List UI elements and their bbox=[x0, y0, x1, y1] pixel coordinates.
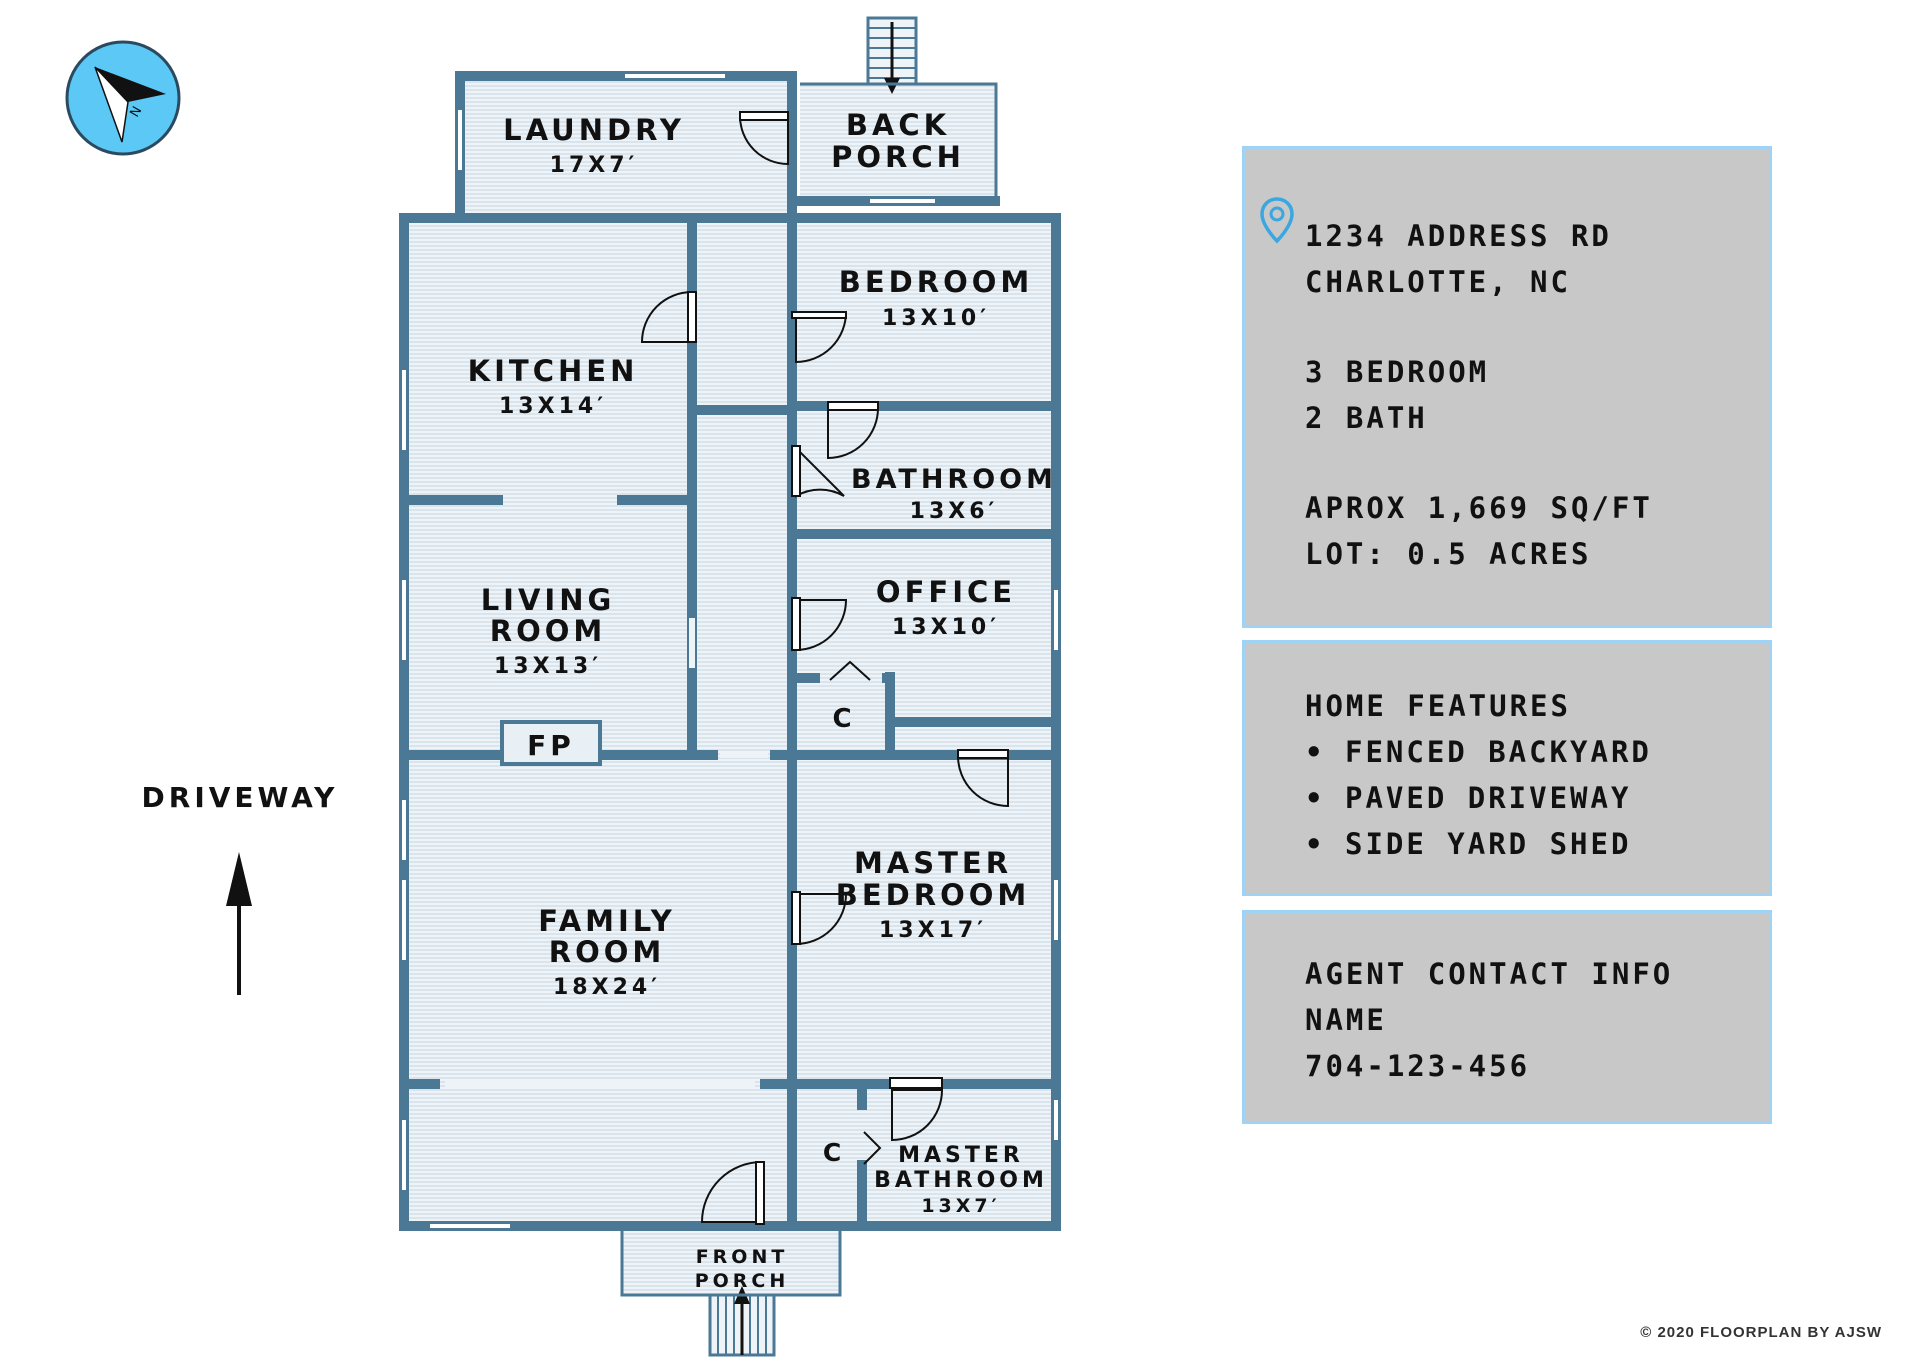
front-porch-label-1: FRONT bbox=[696, 1246, 789, 1268]
kitchen-label: KITCHEN bbox=[468, 354, 639, 388]
agent-name: NAME bbox=[1305, 1003, 1387, 1037]
master-bathroom-dim: 13X7′ bbox=[921, 1195, 1000, 1217]
door-swing-icon bbox=[700, 1160, 765, 1225]
agent-title: AGENT CONTACT INFO bbox=[1305, 957, 1674, 991]
driveway: DRIVEWAY bbox=[142, 781, 339, 995]
porch-outlines bbox=[620, 82, 998, 1297]
door-swing-icon bbox=[956, 749, 1009, 808]
compass-icon: N bbox=[65, 40, 181, 156]
laundry-dim: 17X7′ bbox=[550, 153, 639, 178]
back-porch-label-2: PORCH bbox=[831, 140, 965, 174]
feature-item: •FENCED BACKYARD bbox=[1305, 735, 1652, 769]
address-city: CHARLOTTE, NC bbox=[1305, 265, 1571, 299]
bedroom-dim: 13X10′ bbox=[882, 306, 990, 331]
bullet-icon: • bbox=[1305, 735, 1326, 769]
lot-size: LOT: 0.5 ACRES bbox=[1305, 537, 1592, 571]
door-swing-icon bbox=[791, 891, 848, 946]
bullet-icon: • bbox=[1305, 827, 1326, 861]
bathroom-label: BATHROOM bbox=[851, 464, 1057, 495]
driveway-arrow-icon bbox=[226, 852, 252, 995]
door-swing-icon bbox=[889, 1077, 944, 1142]
driveway-label: DRIVEWAY bbox=[142, 781, 339, 814]
fireplace-label: FP bbox=[527, 729, 575, 762]
feature-item: •SIDE YARD SHED bbox=[1305, 827, 1632, 861]
agent-phone: 704-123-456 bbox=[1305, 1049, 1531, 1083]
family-room-label-1: FAMILY bbox=[538, 904, 676, 938]
door-swing-icon bbox=[827, 401, 880, 460]
family-room-label-2: ROOM bbox=[549, 935, 666, 969]
bath-count: 2 BATH bbox=[1305, 401, 1428, 435]
master-closet-label: C bbox=[823, 1138, 845, 1167]
living-room-dim: 13X13′ bbox=[494, 654, 602, 679]
door-swing-icon bbox=[791, 445, 845, 498]
features-title: HOME FEATURES bbox=[1305, 689, 1571, 723]
openings bbox=[445, 618, 768, 1087]
bedroom-count: 3 BEDROOM bbox=[1305, 355, 1490, 389]
door-swing-icon bbox=[791, 597, 848, 652]
fireplace-icon: FP bbox=[500, 720, 602, 766]
windows bbox=[402, 74, 1058, 1228]
bedroom-label: BEDROOM bbox=[839, 265, 1033, 299]
back-porch-stair-icon bbox=[866, 16, 918, 94]
office-dim: 13X10′ bbox=[892, 615, 1000, 640]
master-bedroom-dim: 13X17′ bbox=[879, 918, 987, 943]
door-swing-icon bbox=[791, 311, 848, 364]
floor-areas bbox=[408, 76, 1052, 1294]
agent-contact-box: AGENT CONTACT INFO NAME 704-123-456 bbox=[1242, 910, 1772, 1124]
bathroom-dim: 13X6′ bbox=[910, 499, 999, 524]
family-room-dim: 18X24′ bbox=[553, 975, 661, 1000]
kitchen-dim: 13X14′ bbox=[499, 394, 607, 419]
door-swing-icon bbox=[738, 111, 789, 166]
square-footage: APROX 1,669 SQ/FT bbox=[1305, 491, 1653, 525]
front-porch-label-2: PORCH bbox=[695, 1270, 790, 1292]
copyright-text: © 2020 FLOORPLAN BY AJSW bbox=[1640, 1324, 1882, 1341]
living-room-label-1: LIVING bbox=[481, 583, 616, 617]
master-bathroom-label-1: MASTER bbox=[898, 1143, 1024, 1168]
master-bedroom-label-2: BEDROOM bbox=[836, 878, 1030, 912]
front-porch-stair-icon bbox=[708, 1286, 776, 1357]
door-swing-icon bbox=[640, 290, 697, 343]
office-closet-label: C bbox=[832, 704, 855, 734]
home-features-box: HOME FEATURES •FENCED BACKYARD •PAVED DR… bbox=[1242, 640, 1772, 896]
address-street: 1234 ADDRESS RD bbox=[1305, 219, 1612, 253]
laundry-label: LAUNDRY bbox=[503, 113, 685, 147]
living-room-label-2: ROOM bbox=[490, 614, 607, 648]
door-swing-icons bbox=[640, 111, 1009, 1225]
room-labels: LAUNDRY 17X7′ BACK PORCH BEDROOM 13X10′ … bbox=[468, 108, 1057, 1292]
location-pin-icon bbox=[1260, 197, 1294, 244]
back-porch-label-1: BACK bbox=[846, 108, 950, 142]
address-info-box: 1234 ADDRESS RD CHARLOTTE, NC 3 BEDROOM … bbox=[1242, 146, 1772, 628]
master-bathroom-label-2: BATHROOM bbox=[874, 1168, 1048, 1193]
master-bedroom-label-1: MASTER bbox=[854, 846, 1012, 880]
office-label: OFFICE bbox=[876, 575, 1016, 609]
bullet-icon: • bbox=[1305, 781, 1326, 815]
closet-doors bbox=[829, 660, 882, 1165]
feature-item: •PAVED DRIVEWAY bbox=[1305, 781, 1632, 815]
